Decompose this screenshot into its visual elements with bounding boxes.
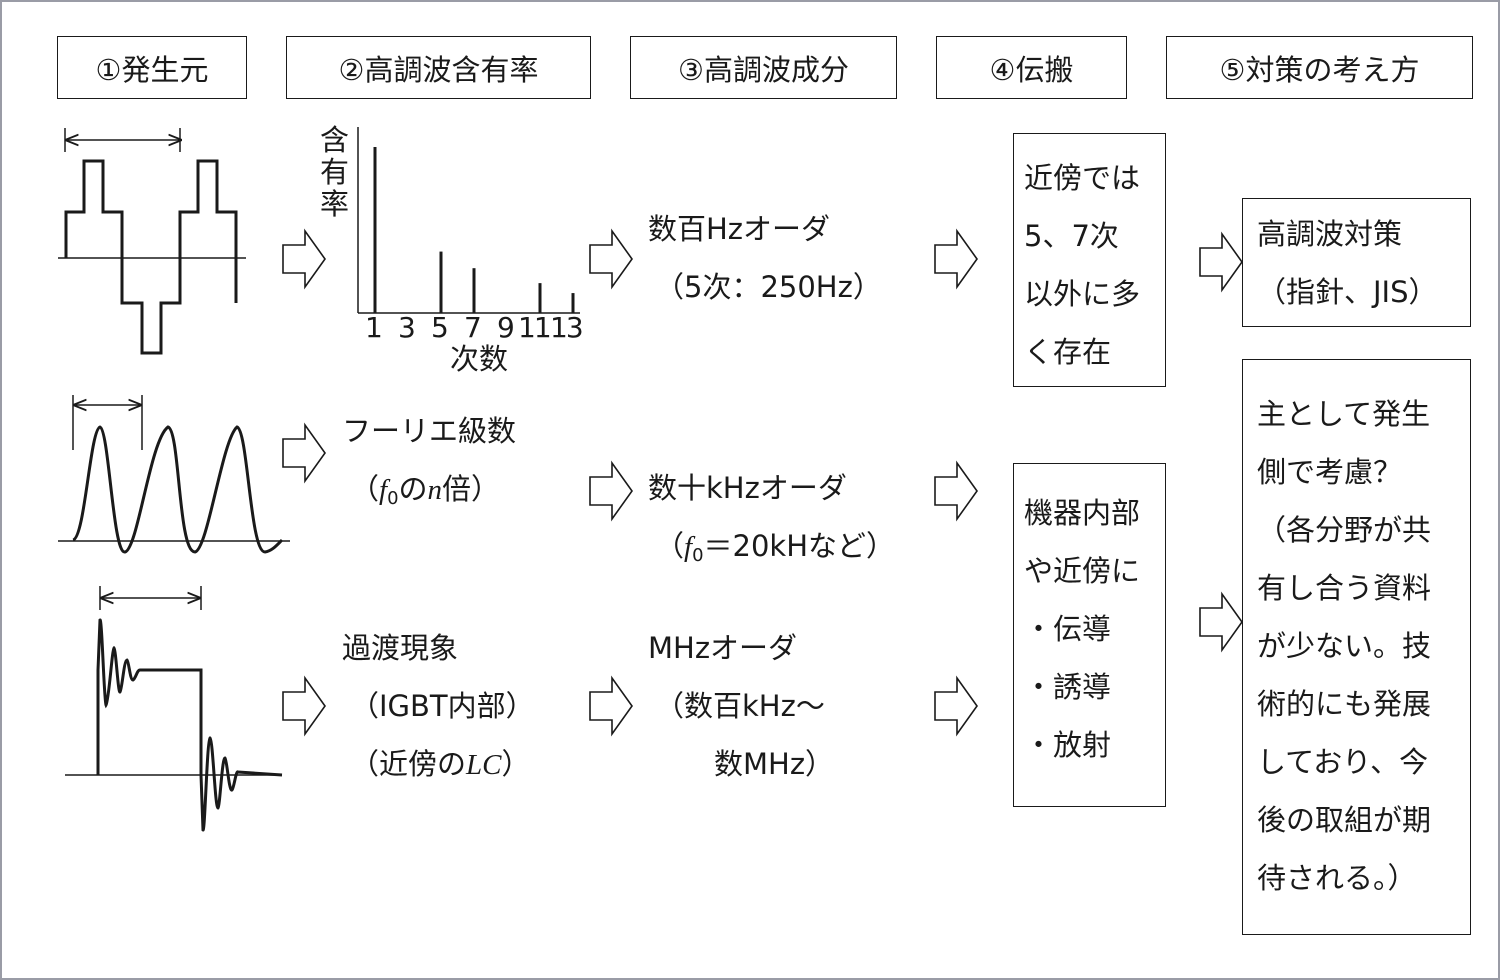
countermeasure-source-line5: が少ない。技 — [1257, 629, 1432, 663]
rate-tail: 倍） — [442, 472, 501, 506]
spectrum-xlabel: 次数 — [450, 342, 509, 376]
row3-rate-line3: （近傍のLC） — [350, 735, 531, 794]
header-countermeasure: ⑤対策の考え方 — [1166, 36, 1473, 99]
peak-waveform — [58, 395, 290, 554]
countermeasure-source-line1: 主として発生 — [1257, 397, 1431, 431]
subscript-0: 0 — [387, 488, 399, 509]
countermeasure-guideline-box: 高調波対策 （指針、JIS） — [1242, 198, 1471, 327]
spectrum-axes — [357, 127, 580, 314]
paren-open: （ — [655, 529, 685, 563]
symbol-f: f — [684, 531, 693, 563]
ylabel-char-2: 有 — [320, 155, 350, 189]
transient-waveform — [65, 586, 283, 832]
row3-rate-line1: 過渡現象 — [342, 631, 459, 665]
stepped-waveform — [58, 128, 246, 355]
tick-11: 11 — [518, 311, 552, 344]
countermeasure-source-line6: 術的にも発展 — [1257, 687, 1432, 721]
row2-components-line2: （f0＝20kHなど） — [655, 517, 895, 585]
propagation-near-line3: 以外に多 — [1024, 277, 1141, 311]
lc-tail: ） — [501, 747, 531, 781]
row1-components-line2: （5次：250Hz） — [655, 270, 882, 304]
propagation-near-line2: 5、7次 — [1024, 219, 1119, 253]
tick-9: 9 — [497, 311, 515, 344]
propagation-near-line1: 近傍では — [1024, 161, 1141, 195]
propagation-internal-line2: や近傍に — [1024, 554, 1141, 588]
symbol-lc: LC — [466, 749, 502, 781]
countermeasure-guideline-line1: 高調波対策 — [1257, 217, 1403, 251]
header-propagation: ④伝搬 — [936, 36, 1127, 99]
countermeasure-source-line2: 側で考慮？ — [1257, 455, 1403, 489]
header-components: ③高調波成分 — [630, 36, 897, 99]
countermeasure-source-line8: 後の取組が期 — [1257, 803, 1432, 837]
tick-3: 3 — [398, 311, 416, 344]
spectrum-bars — [373, 147, 575, 313]
propagation-near-box: 近傍では 5、7次 以外に多 く存在 — [1013, 133, 1166, 387]
countermeasure-source-line7: しており、今 — [1257, 745, 1429, 779]
spectrum-ylabel: 含 有 率 — [320, 124, 349, 220]
countermeasure-source-line9: 待される。） — [1257, 861, 1417, 895]
ylabel-char-1: 含 — [320, 123, 350, 157]
countermeasure-source-line3: （各分野が共 — [1257, 513, 1432, 547]
propagation-internal-box: 機器内部 や近傍に ・伝導 ・誘導 ・放射 — [1013, 463, 1166, 807]
symbol-f: f — [379, 474, 388, 506]
propagation-internal-line4: ・誘導 — [1024, 670, 1112, 704]
row3-components-line1: MHzオーダ — [648, 631, 798, 665]
tick-5: 5 — [431, 311, 449, 344]
row2-rate-line1: フーリエ級数 — [342, 414, 517, 448]
header-source: ①発生元 — [57, 36, 247, 99]
countermeasure-guideline-line2: （指針、JIS） — [1257, 275, 1438, 309]
propagation-near-line4: く存在 — [1024, 335, 1112, 369]
row2-rate-line2: （f0のn倍） — [350, 460, 500, 528]
tick-1: 1 — [365, 311, 383, 344]
countermeasure-source-box: 主として発生 側で考慮？ （各分野が共 有し合う資料 が少ない。技 術的にも発展… — [1242, 359, 1471, 935]
countermeasure-source-line4: 有し合う資料 — [1257, 571, 1432, 605]
components-tail: ＝20kHなど） — [703, 529, 896, 563]
propagation-internal-line3: ・伝導 — [1024, 612, 1112, 646]
row2-components-line1: 数十kHzオーダ — [648, 471, 847, 505]
row3-components-line2: （数百kHz～ — [655, 689, 825, 723]
propagation-internal-line5: ・放射 — [1024, 728, 1112, 762]
row3-components-line3: 数MHz） — [714, 747, 835, 781]
ylabel-char-3: 率 — [320, 187, 350, 221]
particle-no: の — [398, 472, 428, 506]
row3-rate-line2: （IGBT内部） — [350, 689, 535, 723]
header-content-rate: ②高調波含有率 — [286, 36, 591, 99]
tick-7: 7 — [464, 311, 482, 344]
lc-head: （近傍の — [350, 747, 467, 781]
row1-components-line1: 数百Hzオーダ — [648, 212, 831, 246]
propagation-internal-line1: 機器内部 — [1024, 496, 1141, 530]
paren-open: （ — [350, 472, 380, 506]
subscript-0: 0 — [692, 545, 704, 566]
tick-13: 13 — [550, 311, 584, 344]
symbol-n: n — [427, 474, 443, 506]
